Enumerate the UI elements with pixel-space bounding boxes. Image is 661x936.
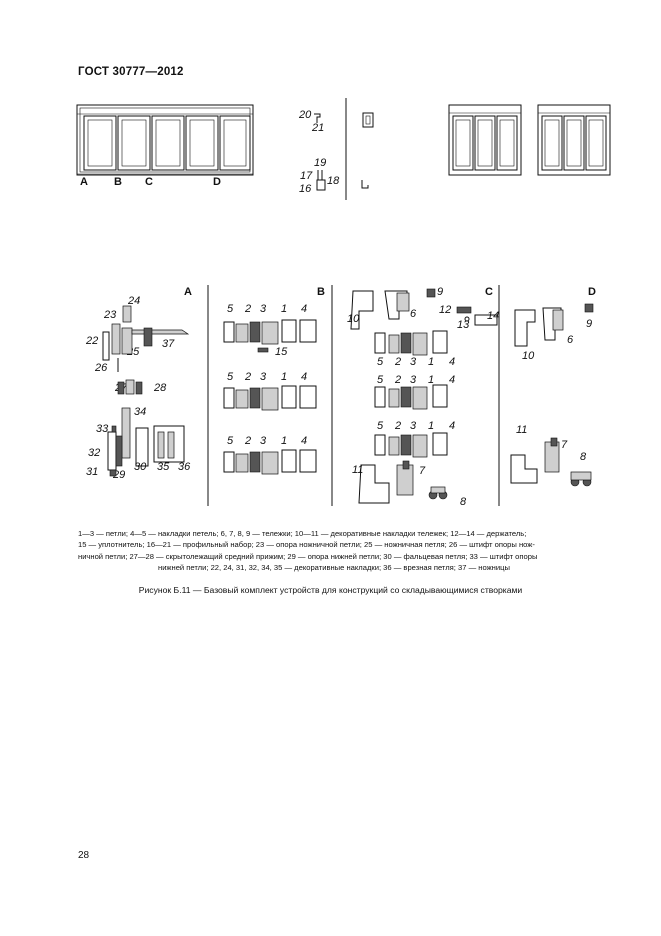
folding-window-elevation-small-1 (448, 104, 522, 176)
profile-num-17: 17 (300, 170, 313, 182)
scheme-label-c: C (145, 176, 153, 188)
c-r1-num-3: 3 (410, 356, 417, 368)
d-num-9: 9 (586, 318, 593, 330)
panel-b-hinges-drawing (223, 319, 317, 475)
legend-line-4: нижней петли; 22, 24, 31, 32, 34, 35 — д… (158, 562, 510, 572)
c-r3-num-2: 2 (395, 420, 402, 432)
b-r3-num-5: 5 (227, 435, 234, 447)
d-num-6: 6 (567, 334, 574, 346)
b-r3-num-4: 4 (301, 435, 308, 447)
c-num-14: 14 (487, 310, 500, 322)
figure-legend: 1—3 — петли; 4—5 — накладки петель; 6, 7… (78, 528, 616, 573)
b-r2-num-5: 5 (227, 371, 234, 383)
a-num-32: 32 (88, 447, 101, 459)
b-r3-num-3: 3 (260, 435, 267, 447)
panel-c-title: C (485, 286, 493, 298)
profile-num-20: 20 (299, 109, 312, 121)
b-r1-num-1: 1 (281, 303, 288, 315)
panel-b-title: B (317, 286, 325, 298)
page-number: 28 (78, 850, 90, 861)
a-num-30: 30 (134, 461, 147, 473)
panel-d-hardware-drawing (510, 303, 594, 487)
c-num-12: 12 (439, 304, 452, 316)
scheme-label-d: D (213, 176, 221, 188)
b-r1-num-2: 2 (245, 303, 252, 315)
b-r1-num-5: 5 (227, 303, 234, 315)
a-num-31: 31 (86, 466, 99, 478)
a-num-34: 34 (134, 406, 147, 418)
figure-caption: Рисунок Б.11 — Базовый комплект устройст… (138, 585, 523, 595)
panel-a-hardware-drawing (102, 305, 190, 477)
c-num-8: 8 (460, 496, 467, 508)
b-r2-num-2: 2 (245, 371, 252, 383)
c-r2-num-3: 3 (410, 374, 417, 386)
profile-num-21: 21 (312, 122, 325, 134)
profile-num-18: 18 (327, 175, 340, 187)
a-num-35: 35 (157, 461, 170, 473)
c-r1-num-4: 4 (449, 356, 456, 368)
profile-num-19: 19 (314, 157, 327, 169)
hardware-panels-frame (207, 285, 500, 506)
b-r3-num-1: 1 (281, 435, 288, 447)
d-num-11: 11 (516, 424, 528, 436)
a-num-24: 24 (128, 295, 141, 307)
c-r2-num-4: 4 (449, 374, 456, 386)
profile-set-drawing (314, 98, 374, 200)
a-num-28: 28 (154, 382, 167, 394)
c-num-10: 10 (347, 313, 360, 325)
scheme-label-a: A (80, 176, 88, 188)
scheme-label-b: B (114, 176, 122, 188)
profile-num-16: 16 (299, 183, 312, 195)
c-r1-num-1: 1 (428, 356, 435, 368)
b-num-15: 15 (275, 346, 288, 358)
d-num-7: 7 (561, 439, 568, 451)
a-num-36: 36 (178, 461, 191, 473)
panel-c-hardware-drawing (350, 288, 498, 504)
b-r3-num-2: 2 (245, 435, 252, 447)
document-header: ГОСТ 30777—2012 (78, 66, 184, 78)
folding-window-elevation-small-2 (537, 104, 611, 176)
legend-line-2: 15 — уплотнитель; 16—21 — профильный наб… (78, 540, 535, 550)
c-num-13: 13 (457, 319, 470, 331)
a-num-26: 26 (95, 362, 108, 374)
c-r3-num-3: 3 (410, 420, 417, 432)
c-r1-num-2: 2 (395, 356, 402, 368)
panel-d-title: D (588, 286, 596, 298)
c-r2-num-1: 1 (428, 374, 435, 386)
a-num-22: 22 (86, 335, 99, 347)
a-num-23: 23 (104, 309, 117, 321)
legend-line-3: ничной петли; 27—28 — скрытолежащий сред… (78, 551, 538, 561)
a-num-33: 33 (96, 423, 109, 435)
b-r1-num-4: 4 (301, 303, 308, 315)
c-num-11: 11 (352, 464, 364, 476)
c-r1-num-5: 5 (377, 356, 384, 368)
d-num-8: 8 (580, 451, 587, 463)
a-num-37: 37 (162, 338, 175, 350)
c-num-7: 7 (419, 465, 426, 477)
c-num-6: 6 (410, 308, 417, 320)
legend-line-1: 1—3 — петли; 4—5 — накладки петель; 6, 7… (78, 529, 527, 538)
c-r2-num-5: 5 (377, 374, 384, 386)
c-r3-num-5: 5 (377, 420, 384, 432)
c-r3-num-4: 4 (449, 420, 456, 432)
b-r1-num-3: 3 (260, 303, 267, 315)
panel-a-title: A (184, 286, 192, 298)
c-r3-num-1: 1 (428, 420, 435, 432)
b-r2-num-4: 4 (301, 371, 308, 383)
c-num-9: 9 (437, 286, 444, 298)
d-num-10: 10 (522, 350, 535, 362)
c-r2-num-2: 2 (395, 374, 402, 386)
b-r2-num-1: 1 (281, 371, 288, 383)
b-r2-num-3: 3 (260, 371, 267, 383)
folding-window-elevation-a-d (76, 104, 254, 176)
